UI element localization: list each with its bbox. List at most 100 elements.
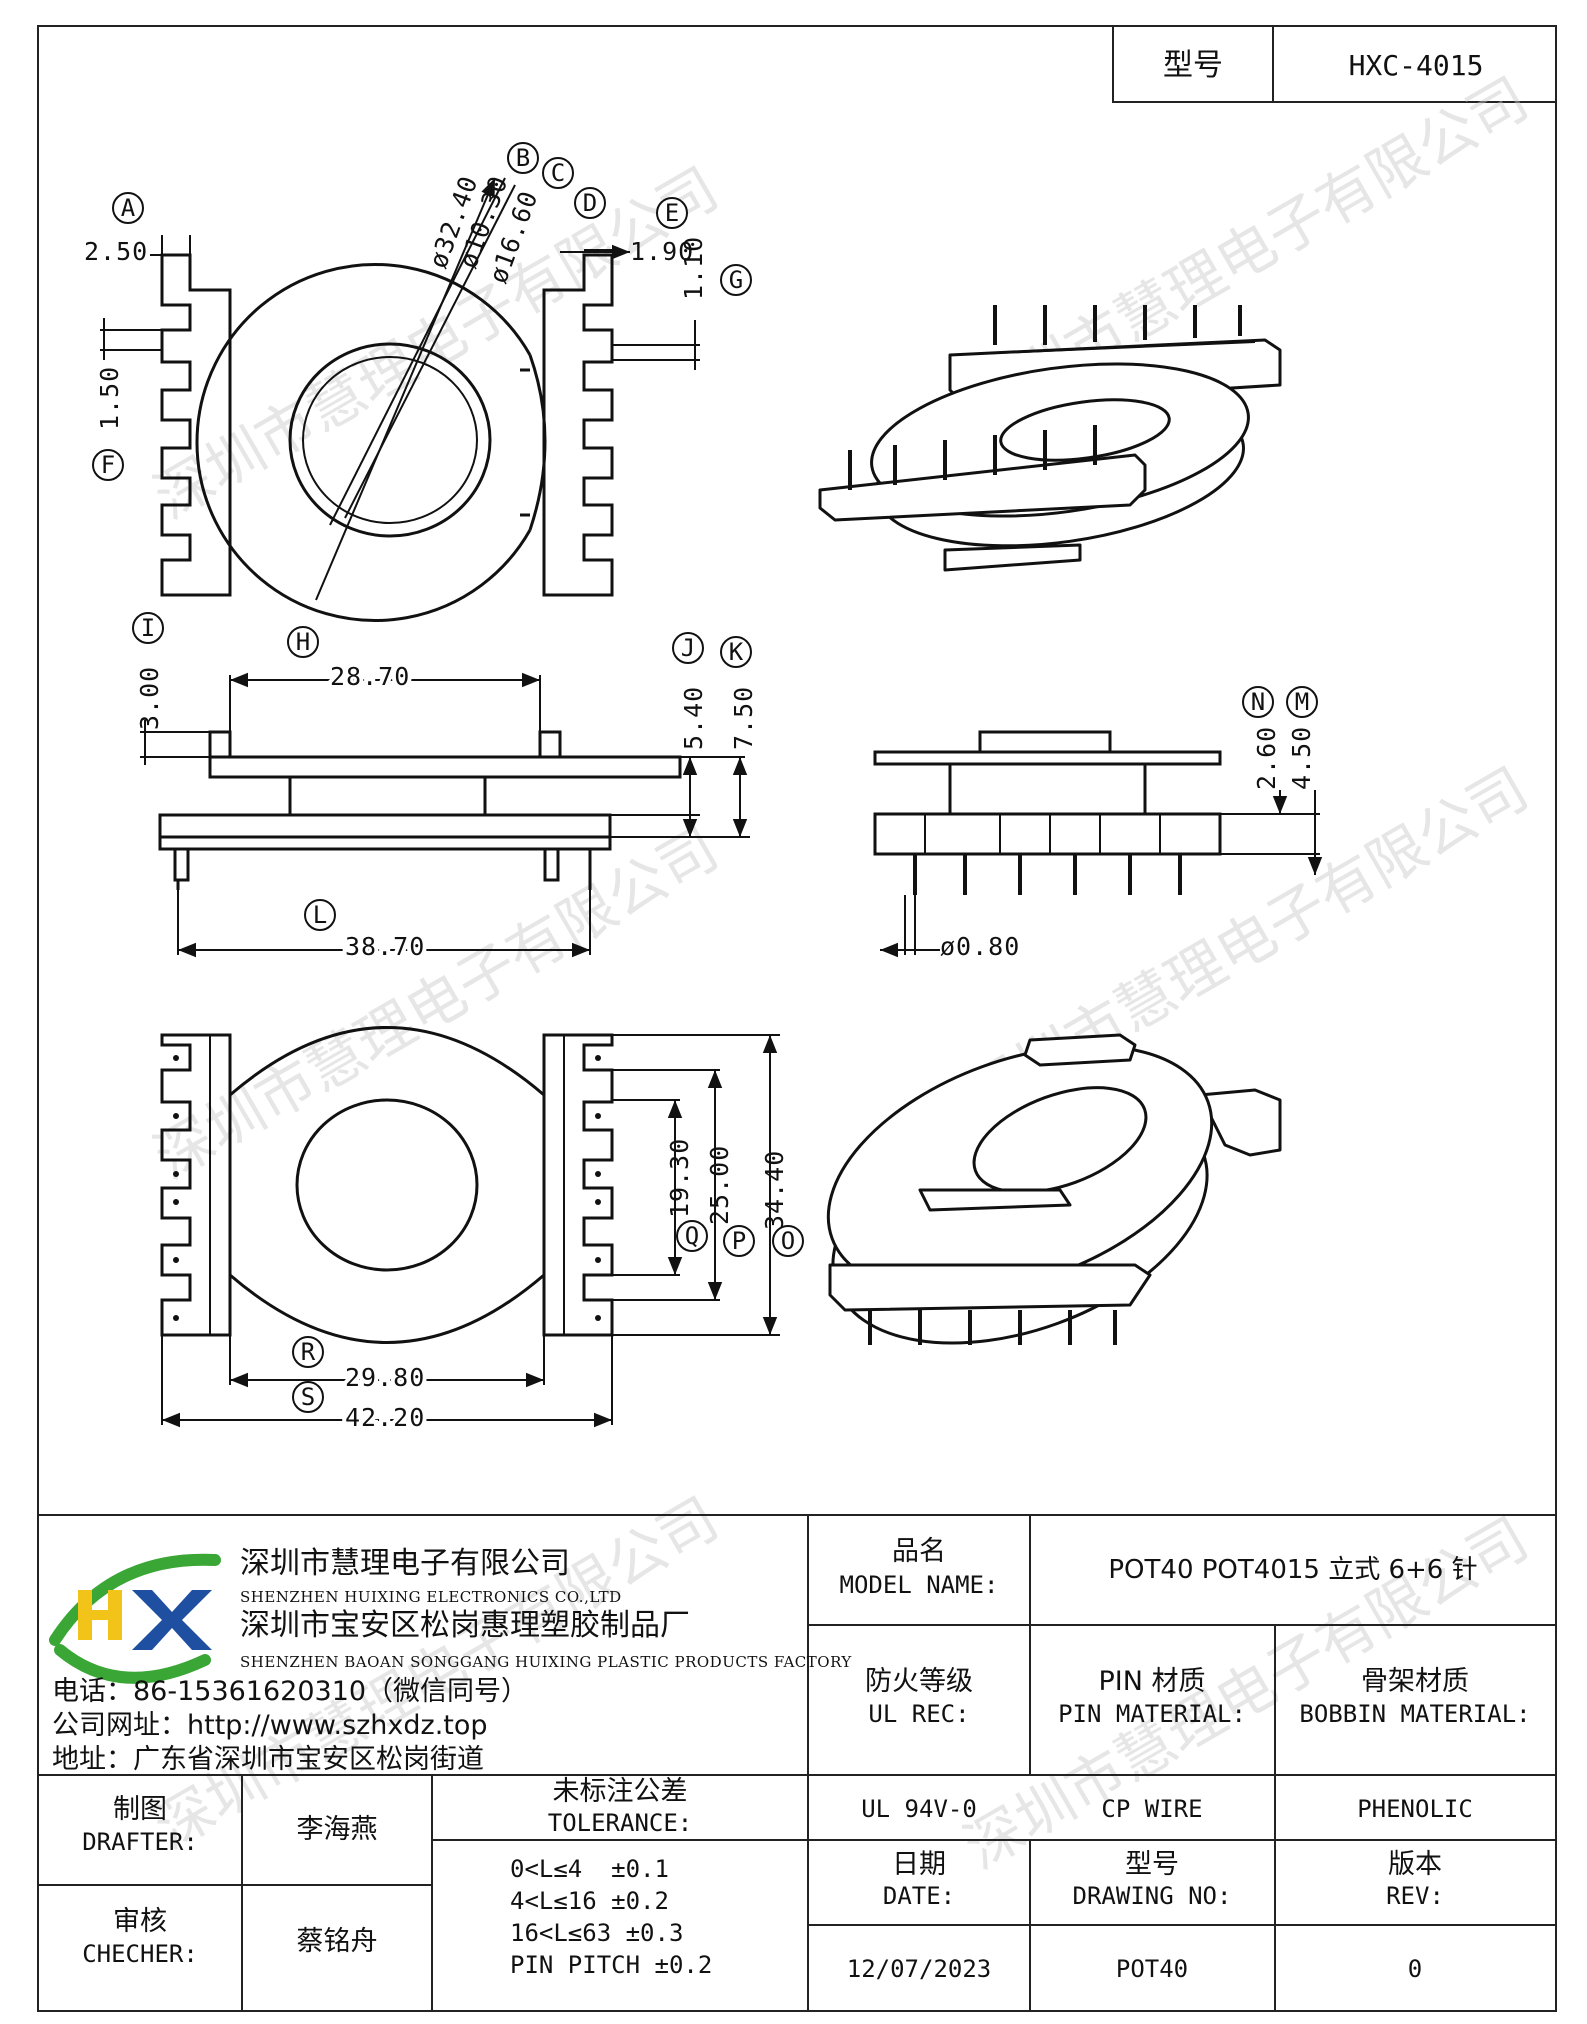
dim-S: 42.20 <box>345 1403 425 1432</box>
drawing-no-cn: 型号 <box>1125 1849 1179 1880</box>
callout-circle-i <box>132 612 164 644</box>
tolerance-cn: 未标注公差 <box>553 1776 688 1807</box>
bobbin-material-cn: 骨架材质 <box>1361 1666 1469 1697</box>
callout-letter-c: C <box>551 159 565 187</box>
tolerance-line-2: 4<L≤16 ±0.2 <box>510 1887 669 1915</box>
dim-J: 5.40 <box>679 686 708 750</box>
callout-letter-d: D <box>583 189 597 217</box>
ul-rec-en: UL REC: <box>868 1700 969 1728</box>
side-view-drawing <box>140 672 750 958</box>
callout-circle-l <box>304 899 336 931</box>
callout-circle-c <box>542 157 574 189</box>
dim-F: 1.50 <box>95 366 124 430</box>
front-view-labels: 2.60 4.50 ø0.80 <box>940 726 1316 961</box>
company-phone: 电话：86-15361620310（微信同号） <box>52 1676 528 1707</box>
drafter-value: 李海燕 <box>297 1814 378 1845</box>
dim-Q: 19.30 <box>665 1138 694 1218</box>
dim-G: 1.10 <box>679 236 708 300</box>
dim-N: 2.60 <box>1252 726 1281 790</box>
isometric-view-top <box>818 305 1282 572</box>
side-view-labels: 28.70 3.00 5.40 7.50 38.70 <box>135 658 758 965</box>
dim-O: 34.40 <box>760 1150 789 1230</box>
dim-L: 38.70 <box>345 932 425 961</box>
callout-letter-g: G <box>729 266 743 294</box>
callout-circle-o <box>772 1225 804 1257</box>
dim-A: 2.50 <box>84 237 148 266</box>
pin-material-value: CP WIRE <box>1101 1795 1202 1823</box>
rev-value: 0 <box>1408 1955 1422 1983</box>
dim-I: 3.00 <box>135 666 164 730</box>
callout-letter-o: O <box>781 1227 795 1255</box>
callout-circle-k <box>720 636 752 668</box>
model-name-value: POT40 POT4015 立式 6+6 针 <box>1108 1555 1477 1585</box>
rev-cn: 版本 <box>1388 1849 1442 1880</box>
isometric-view-bottom <box>826 1033 1282 1345</box>
tolerance-en: TOLERANCE: <box>548 1809 693 1837</box>
checker-en: CHECHER: <box>82 1940 198 1968</box>
callout-circle-n <box>1242 686 1274 718</box>
title-block-text: 品名 MODEL NAME: POT40 POT4015 立式 6+6 针 防火… <box>82 1536 1530 1983</box>
top-view-labels: 2.50 ø32.40 ø10.30 ø16.60 1.90 1.50 1.10 <box>84 172 708 430</box>
callout-circle-r <box>292 1336 324 1368</box>
callout-circle-j <box>672 632 704 664</box>
checker-value: 蔡铭舟 <box>297 1926 378 1957</box>
drawing-no-value: POT40 <box>1116 1955 1188 1983</box>
front-view-drawing <box>873 730 1323 958</box>
callout-circle-b <box>507 142 539 174</box>
dim-R: 29.80 <box>345 1363 425 1392</box>
callout-letter-i: I <box>141 614 155 642</box>
drafter-en: DRAFTER: <box>82 1828 198 1856</box>
checker-cn: 审核 <box>113 1906 167 1937</box>
callout-letter-q: Q <box>685 1222 699 1250</box>
callout-letter-b: B <box>516 144 530 172</box>
callout-circle-e <box>656 197 688 229</box>
callout-letter-m: M <box>1295 688 1309 716</box>
callout-letter-r: R <box>301 1338 316 1366</box>
bobbin-material-en: BOBBIN MATERIAL: <box>1299 1700 1530 1728</box>
callout-circle-f <box>92 449 124 481</box>
drafter-cn: 制图 <box>113 1794 167 1825</box>
dim-H: 28.70 <box>330 662 410 691</box>
outer-frame <box>37 25 1557 2012</box>
pin-material-en: PIN MATERIAL: <box>1058 1700 1246 1728</box>
bobbin-material-value: PHENOLIC <box>1357 1795 1473 1823</box>
ul-rec-cn: 防火等级 <box>865 1666 973 1697</box>
model-name-en: MODEL NAME: <box>840 1571 999 1599</box>
callout-circle-s <box>292 1381 324 1413</box>
callout-letter-h: H <box>296 628 310 656</box>
callout-letter-p: P <box>732 1227 746 1255</box>
dim-pin-dia: ø0.80 <box>940 932 1020 961</box>
factory-name-cn: 深圳市宝安区松岗惠理塑胶制品厂 <box>240 1608 690 1643</box>
callout-circle-q <box>676 1220 708 1252</box>
title-block <box>38 1514 1556 2011</box>
tolerance-line-1: 0<L≤4 ±0.1 <box>510 1855 669 1883</box>
dim-K: 7.50 <box>729 686 758 750</box>
date-value: 12/07/2023 <box>847 1955 992 1983</box>
callout-letter-a: A <box>121 194 136 222</box>
date-en: DATE: <box>883 1882 955 1910</box>
bottom-view-labels: 34.40 25.00 19.30 29.80 42.20 <box>341 1138 789 1436</box>
pin-material-cn: PIN 材质 <box>1098 1666 1205 1697</box>
callout-circle-p <box>723 1225 755 1257</box>
callout-circle-g <box>720 264 752 296</box>
company-name-cn: 深圳市慧理电子有限公司 <box>240 1546 570 1581</box>
company-address: 地址：广东省深圳市宝安区松岗街道 <box>52 1744 484 1775</box>
header-model-box: 型号 HXC-4015 <box>1112 25 1557 103</box>
bottom-view-drawing <box>160 1026 780 1428</box>
callout-letter-e: E <box>665 199 679 227</box>
top-view-drawing <box>100 177 700 622</box>
company-name-en: SHENZHEN HUIXING ELECTRONICS CO.,LTD <box>240 1588 622 1606</box>
callout-circle-d <box>574 187 606 219</box>
dim-M: 4.50 <box>1287 726 1316 790</box>
model-name-cn: 品名 <box>892 1536 946 1567</box>
dim-E: 1.90 <box>630 237 694 266</box>
company-info: 深圳市慧理电子有限公司 SHENZHEN HUIXING ELECTRONICS… <box>52 1546 852 1775</box>
callout-circle-a <box>112 192 144 224</box>
callout-letter-j: J <box>681 634 695 662</box>
callout-letter-k: K <box>729 638 744 666</box>
date-cn: 日期 <box>892 1849 946 1880</box>
header-model-label: 型号 <box>1163 48 1223 83</box>
callout-circle-h <box>287 626 319 658</box>
